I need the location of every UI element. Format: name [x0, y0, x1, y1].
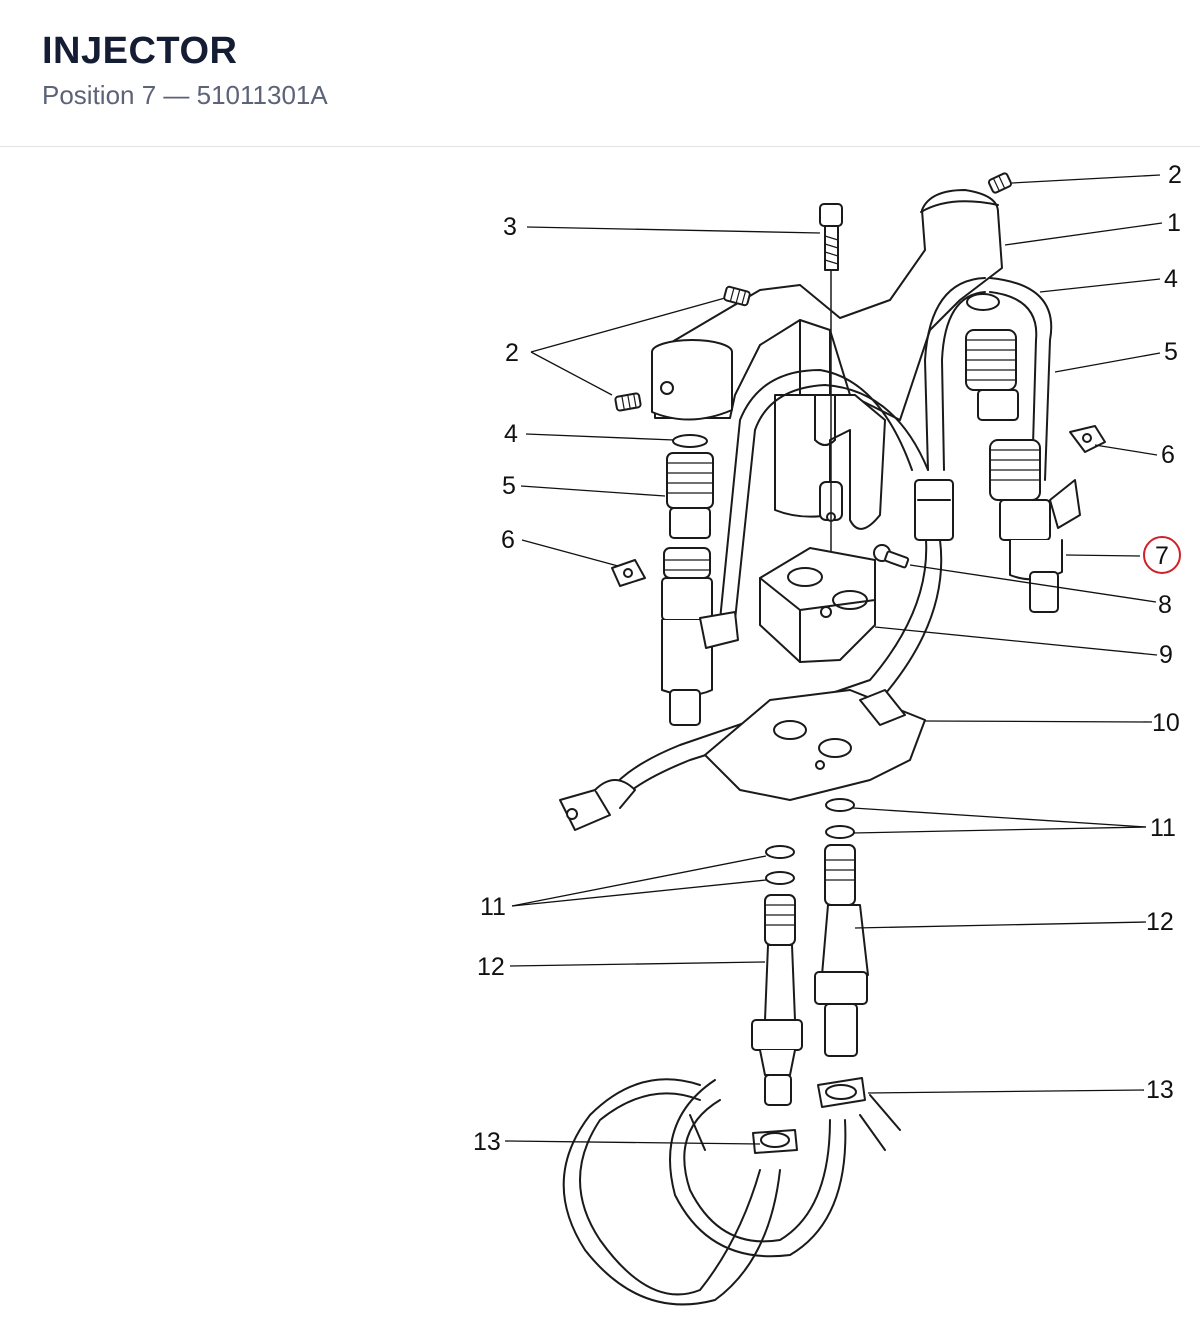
exploded-parts-diagram: 2 1 3 4 2 5 4 6 5 6 7 8 9 10 11 11 12 12… [0, 147, 1200, 1341]
page-header: INJECTOR Position 7 — 51011301A [0, 0, 1200, 147]
hose-fitting [751, 844, 869, 1106]
callout-12[interactable]: 12 [477, 953, 505, 981]
callout-3[interactable]: 3 [503, 213, 517, 241]
o-ring [765, 798, 855, 885]
hose-loop [562, 1078, 901, 1306]
callout-11[interactable]: 11 [480, 893, 506, 921]
hose-union [559, 779, 636, 831]
callout-10[interactable]: 10 [1152, 709, 1180, 737]
callout-8[interactable]: 8 [1158, 591, 1172, 619]
set-screw [614, 172, 1013, 412]
leader-lines [504, 174, 1163, 1145]
callout-4[interactable]: 4 [1164, 265, 1178, 293]
callout-labels: 2 1 3 4 2 5 4 6 5 6 7 8 9 10 11 11 12 12… [473, 161, 1182, 1156]
page-subtitle: Position 7 — 51011301A [42, 80, 328, 110]
callout-5[interactable]: 5 [1164, 338, 1178, 366]
callout-2[interactable]: 2 [1168, 161, 1182, 189]
callout-12[interactable]: 12 [1146, 908, 1174, 936]
callout-6[interactable]: 6 [501, 526, 515, 554]
page-title: INJECTOR [42, 30, 238, 72]
callout-2[interactable]: 2 [505, 339, 519, 367]
callout-5[interactable]: 5 [502, 472, 516, 500]
selected-callout-ring [1143, 536, 1181, 574]
mounting-screw [819, 203, 843, 601]
callout-1[interactable]: 1 [1167, 209, 1181, 237]
mounting-plate [704, 689, 926, 801]
callout-7[interactable]: 7 [1155, 542, 1169, 570]
callout-13[interactable]: 13 [473, 1128, 501, 1156]
hose-clamp [752, 1077, 866, 1154]
callout-6[interactable]: 6 [1161, 441, 1175, 469]
injector-left [611, 434, 739, 726]
callout-9[interactable]: 9 [1159, 641, 1173, 669]
small-bolt [873, 544, 910, 569]
adapter-block [759, 547, 876, 663]
callout-4[interactable]: 4 [504, 420, 518, 448]
fuel-hose [609, 277, 1053, 801]
callout-11[interactable]: 11 [1150, 814, 1176, 842]
callout-13[interactable]: 13 [1146, 1076, 1174, 1104]
